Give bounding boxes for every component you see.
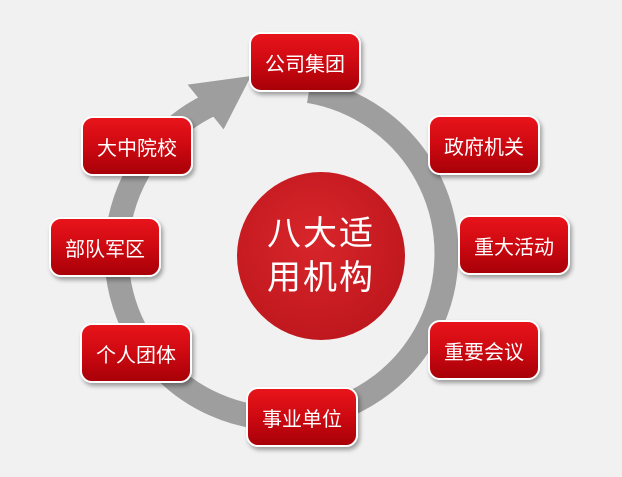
center-title: 八大适 用机构 — [237, 172, 405, 340]
node-individuals-groups[interactable]: 个人团体 — [80, 323, 192, 383]
node-important-meetings[interactable]: 重要会议 — [428, 320, 540, 380]
node-universities[interactable]: 大中院校 — [81, 116, 193, 176]
center-title-line-1: 八大适 — [267, 214, 375, 254]
center-title-line-2: 用机构 — [267, 258, 375, 298]
ring-arrowhead-icon — [187, 76, 251, 130]
node-military[interactable]: 部队军区 — [49, 217, 161, 277]
node-public-institutions[interactable]: 事业单位 — [246, 387, 358, 447]
node-company-group[interactable]: 公司集团 — [249, 32, 361, 92]
node-government[interactable]: 政府机关 — [428, 115, 540, 175]
node-major-events[interactable]: 重大活动 — [458, 215, 570, 275]
